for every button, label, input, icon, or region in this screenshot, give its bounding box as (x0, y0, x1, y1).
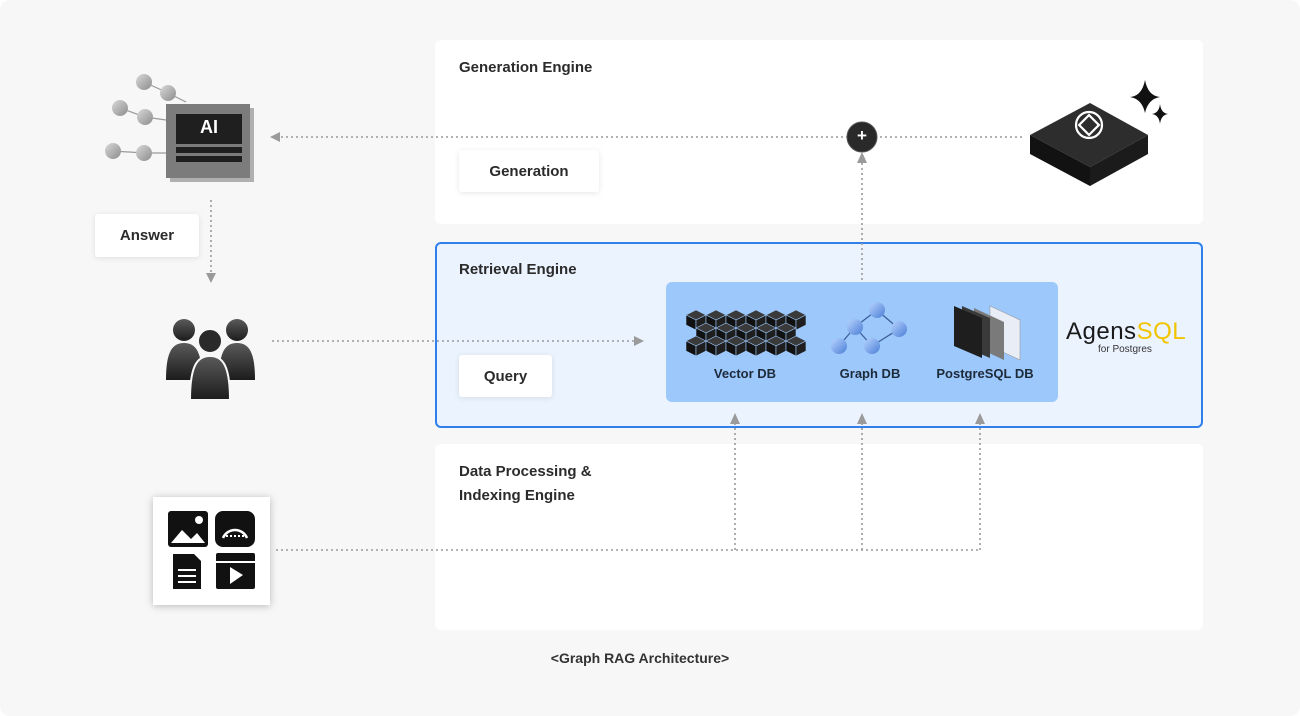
graph-db-label: Graph DB (839, 366, 901, 381)
retrieval-engine-title: Retrieval Engine (459, 261, 577, 278)
diagram-caption: <Graph RAG Architecture> (550, 650, 730, 666)
agens-logo-accent: SQL (1136, 318, 1187, 345)
processing-title-line2: Indexing Engine (459, 487, 575, 504)
processing-engine-title: Data Processing & Indexing Engine (459, 460, 592, 508)
vector-db-label: Vector DB (713, 366, 777, 381)
ai-chip-label: AI (200, 117, 218, 137)
answer-chip: Answer (95, 214, 199, 257)
agens-logo-main: Agens (1066, 318, 1137, 345)
generation-engine-title: Generation Engine (459, 59, 593, 76)
plus-node-label: + (857, 126, 867, 145)
query-chip: Query (459, 355, 552, 397)
postgres-db-label: PostgreSQL DB (936, 366, 1034, 381)
users-icon (166, 319, 255, 401)
generation-chip: Generation (459, 150, 599, 192)
processing-engine-panel (435, 444, 1203, 630)
processing-title-line1: Data Processing & (459, 463, 592, 480)
agens-logo-sub: for Postgres (1098, 344, 1152, 355)
database-group (666, 282, 1058, 402)
media-files-icon (153, 497, 270, 605)
agens-sql-logo: AgensSQL for Postgres (1066, 318, 1196, 358)
